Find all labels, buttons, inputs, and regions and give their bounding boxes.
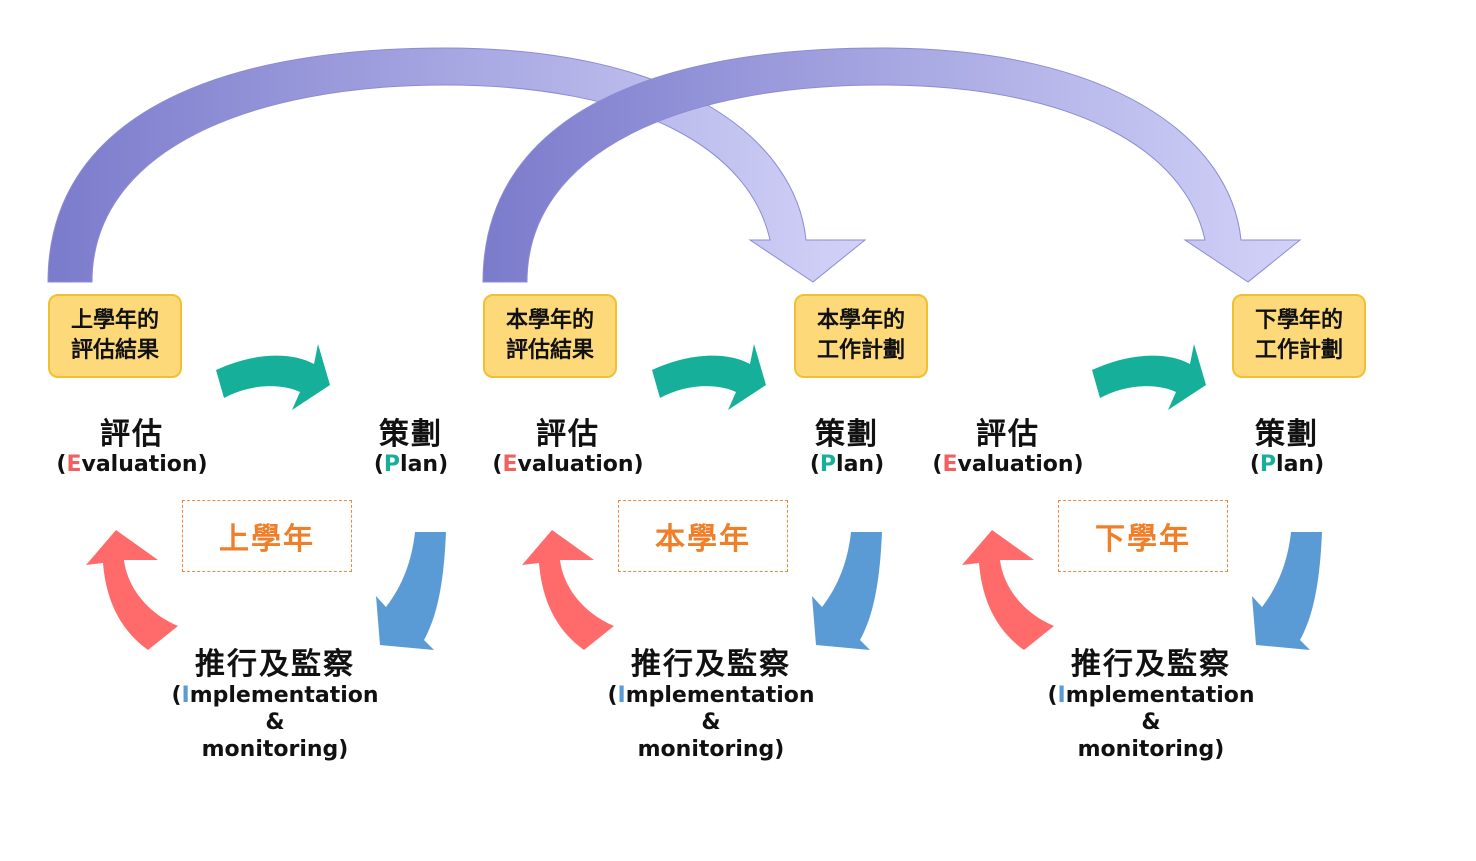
evaluate-arrow-icon xyxy=(962,530,1054,650)
plan-label: 策劃(Plan) xyxy=(787,418,907,478)
evaluation-label: 評估(Evaluation) xyxy=(908,418,1108,478)
implementation-label: 推行及監察(Implementation&monitoring) xyxy=(1041,648,1261,763)
implement-arrow-icon xyxy=(1252,532,1322,650)
plan-en: (Plan) xyxy=(373,452,449,477)
plan-arrow-icon xyxy=(652,344,766,410)
evaluation-zh: 評估 xyxy=(100,417,164,452)
implement-arrow-icon xyxy=(812,532,882,650)
box-this-year-evaluation-results: 本學年的 評估結果 xyxy=(483,294,617,378)
year-label: 上學年 xyxy=(182,500,352,572)
cycle-this-year: 評估(Evaluation) 策劃(Plan) 本學年推行及監察(Implement… xyxy=(436,0,884,762)
evaluation-en: (Evaluation) xyxy=(492,452,644,477)
implementation-zh: 推行及監察 xyxy=(1071,647,1231,682)
box-last-year-evaluation-results: 上學年的 評估結果 xyxy=(48,294,182,378)
plan-en: (Plan) xyxy=(809,452,885,477)
cycle-arrows xyxy=(962,344,1322,650)
cycle-arrows xyxy=(522,344,882,650)
implementation-en: (Implementation&monitoring) xyxy=(1047,683,1255,762)
cycle-last-year: 評估(Evaluation) 策劃(Plan) 上學年推行及監察(Implement… xyxy=(0,0,448,762)
plan-arrow-icon xyxy=(216,344,330,410)
evaluation-zh: 評估 xyxy=(976,417,1040,452)
box-next-year-work-plan: 下學年的 工作計劃 xyxy=(1232,294,1366,378)
evaluation-zh: 評估 xyxy=(536,417,600,452)
evaluate-arrow-icon xyxy=(522,530,614,650)
box-line-2: 工作計劃 xyxy=(1254,338,1343,363)
box-line-1: 上學年的 xyxy=(70,308,159,333)
implementation-zh: 推行及監察 xyxy=(631,647,791,682)
evaluation-en: (Evaluation) xyxy=(56,452,208,477)
plan-zh: 策劃 xyxy=(1255,417,1319,452)
implementation-zh: 推行及監察 xyxy=(195,647,355,682)
year-label: 本學年 xyxy=(618,500,788,572)
year-label: 下學年 xyxy=(1058,500,1228,572)
evaluation-label: 評估(Evaluation) xyxy=(468,418,668,478)
box-line-1: 本學年的 xyxy=(816,308,905,333)
box-line-1: 本學年的 xyxy=(505,308,594,333)
implementation-label: 推行及監察(Implementation&monitoring) xyxy=(601,648,821,763)
evaluate-arrow-icon xyxy=(86,530,178,650)
plan-zh: 策劃 xyxy=(379,417,443,452)
plan-en: (Plan) xyxy=(1249,452,1325,477)
plan-label: 策劃(Plan) xyxy=(1227,418,1347,478)
implementation-label: 推行及監察(Implementation&monitoring) xyxy=(165,648,385,763)
implementation-en: (Implementation&monitoring) xyxy=(171,683,379,762)
box-line-2: 評估結果 xyxy=(70,338,159,363)
plan-zh: 策劃 xyxy=(815,417,879,452)
cycle-arrows xyxy=(86,344,446,650)
evaluation-label: 評估(Evaluation) xyxy=(32,418,232,478)
evaluation-en: (Evaluation) xyxy=(932,452,1084,477)
implementation-en: (Implementation&monitoring) xyxy=(607,683,815,762)
box-this-year-work-plan: 本學年的 工作計劃 xyxy=(794,294,928,378)
plan-label: 策劃(Plan) xyxy=(351,418,471,478)
cycle-next-year: 評估(Evaluation) 策劃(Plan) 下學年推行及監察(Implement… xyxy=(876,0,1324,762)
box-line-1: 下學年的 xyxy=(1254,308,1343,333)
arc-arrow-current-eval-to-next-plan xyxy=(482,47,1302,283)
box-line-2: 工作計劃 xyxy=(816,338,905,363)
box-line-2: 評估結果 xyxy=(505,338,594,363)
plan-arrow-icon xyxy=(1092,344,1206,410)
implement-arrow-icon xyxy=(376,532,446,650)
